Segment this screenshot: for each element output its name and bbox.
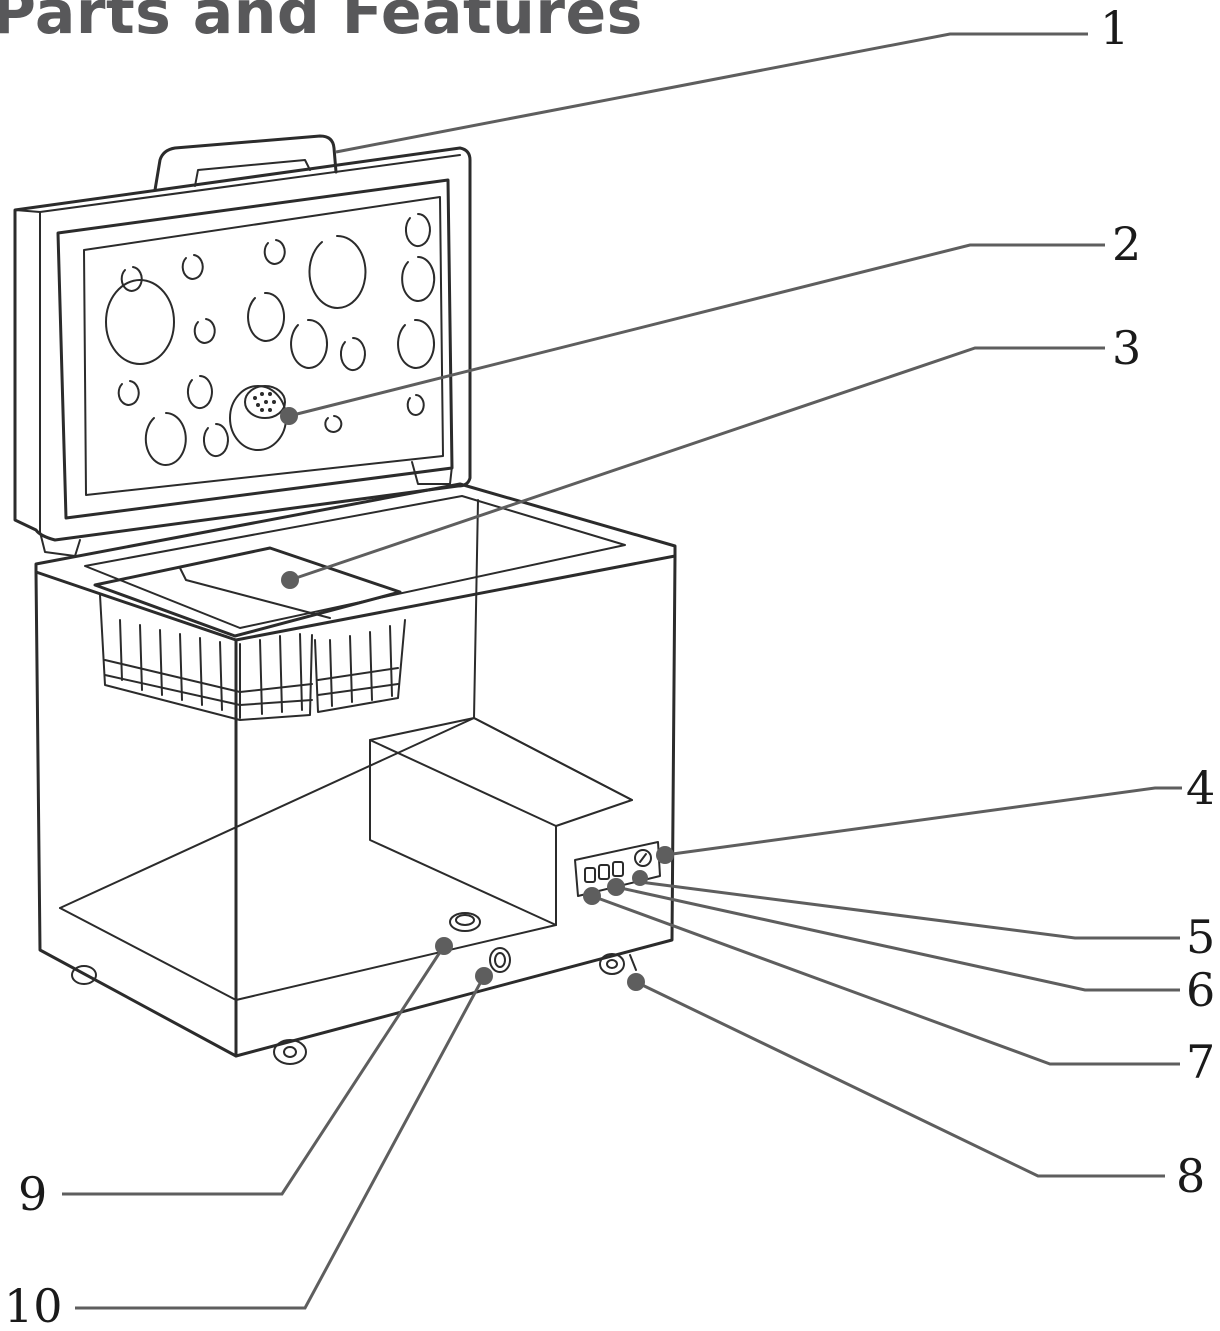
leader-dots (280, 407, 674, 991)
storage-baskets (93, 546, 406, 721)
dot-8 (627, 973, 645, 991)
callout-label-5: 5 (1186, 910, 1215, 964)
dot-10 (475, 967, 493, 985)
hinges (39, 461, 453, 557)
callout-label-10: 10 (4, 1279, 63, 1331)
dot-9 (435, 937, 453, 955)
leader-line-2 (288, 243, 1105, 418)
dot-2 (280, 407, 298, 425)
callout-label-2: 2 (1112, 217, 1141, 271)
callout-label-4: 4 (1186, 761, 1215, 815)
callout-label-6: 6 (1186, 963, 1215, 1017)
control-panel (574, 841, 661, 897)
callout-label-8: 8 (1176, 1149, 1205, 1203)
leader-line-5 (639, 880, 1180, 940)
callout-numbers: 1 2 3 4 5 6 7 8 9 10 (4, 1, 1215, 1331)
leader-line-6 (615, 885, 1180, 992)
lid-circle-pattern (105, 213, 436, 466)
casters (71, 953, 637, 1065)
leader-line-4 (664, 786, 1182, 857)
callout-label-1: 1 (1100, 1, 1129, 55)
leader-line-1 (335, 32, 1088, 154)
dot-4 (656, 846, 674, 864)
drain-cap (449, 912, 481, 932)
lid (13, 146, 472, 542)
callout-label-7: 7 (1186, 1035, 1215, 1089)
cabinet-body (34, 499, 677, 1058)
leader-line-9 (62, 945, 446, 1196)
lid-handle (153, 134, 338, 192)
cabinet-rim (34, 482, 677, 642)
leader-line-3 (289, 346, 1105, 582)
leader-line-8 (635, 980, 1165, 1178)
dot-7 (583, 887, 601, 905)
lid-grille (244, 385, 286, 419)
leader-lines (62, 32, 1182, 1310)
dot-5 (632, 870, 648, 886)
freezer-illustration (13, 134, 677, 1065)
dot-6 (607, 878, 625, 896)
drain-plug (489, 947, 511, 973)
page-title: Parts and Features (0, 0, 643, 48)
leader-line-7 (591, 894, 1180, 1066)
dot-3 (281, 571, 299, 589)
leader-line-10 (75, 975, 486, 1310)
callout-label-3: 3 (1112, 321, 1141, 375)
callout-label-9: 9 (18, 1167, 47, 1221)
compressor-step (369, 717, 633, 926)
